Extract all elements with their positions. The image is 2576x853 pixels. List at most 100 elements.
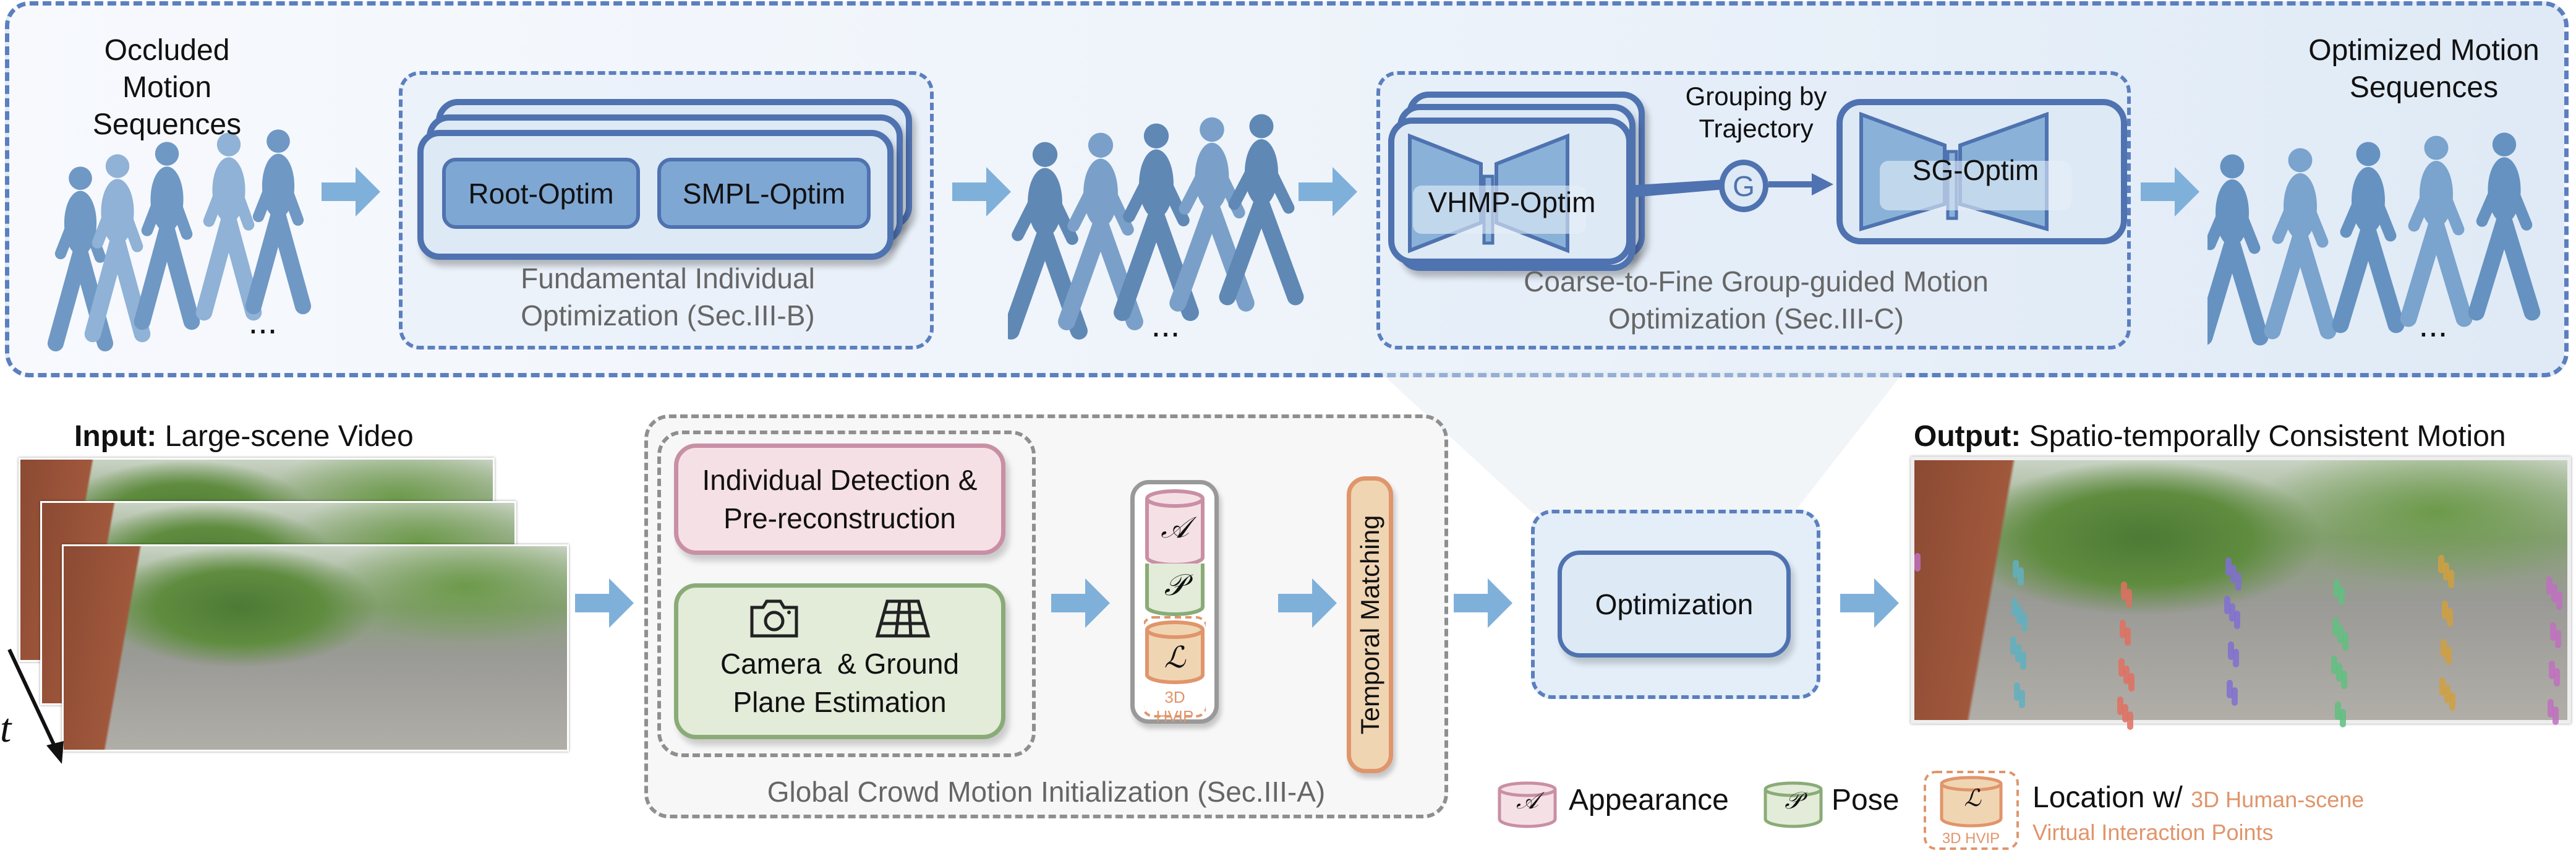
person-marker (2336, 663, 2342, 682)
caption-line: Optimization (Sec.III-C) (1608, 302, 1904, 335)
person-marker (2118, 658, 2125, 677)
root-optim-block: Root-Optim (442, 158, 640, 229)
legend-pose-cylinder (1764, 781, 1823, 828)
person-marker (2339, 586, 2345, 605)
caption-line: Optimization (Sec.III-B) (521, 299, 815, 332)
person-marker (2334, 579, 2340, 598)
vhmp-optim-label: VHMP-Optim (1428, 186, 1596, 218)
time-arrow-icon (7, 648, 64, 764)
label-line: Grouping by (1685, 82, 1827, 111)
optimized-motion-figures (2207, 132, 2541, 346)
grouping-connector (1626, 173, 1833, 198)
legend-pose-label: Pose (1832, 784, 1900, 817)
person-marker (2121, 581, 2127, 600)
human-mesh-figure (2468, 132, 2541, 321)
caption-line: Fundamental Individual (521, 262, 815, 294)
person-marker (2125, 627, 2131, 646)
person-marker (2438, 555, 2444, 573)
person-marker (2551, 584, 2557, 602)
person-marker (2120, 620, 2126, 638)
legend-appearance-cylinder (1498, 781, 1557, 828)
vhmp-optim-block (1388, 118, 1632, 265)
arrow-right-icon (322, 167, 380, 216)
optimized-sequences-label: Optimized Motion Sequences (2306, 32, 2541, 106)
box-line: Pre-reconstruction (723, 502, 956, 534)
label-line: Occluded Motion (104, 34, 230, 104)
person-marker (2550, 622, 2556, 641)
human-mesh-figure (1169, 117, 1255, 312)
legend-location-cylinder (1924, 771, 2019, 850)
person-marker (2335, 701, 2341, 720)
person-marker (2224, 596, 2230, 614)
person-marker (2340, 709, 2346, 727)
temporal-matching-label: Temporal Matching (1355, 515, 1384, 735)
human-mesh-figure (2332, 142, 2405, 333)
person-marker (2554, 668, 2560, 687)
person-marker (2234, 611, 2240, 629)
person-marker (2233, 649, 2239, 667)
human-mesh-figure (1219, 114, 1304, 306)
pose-symbol: 𝒫 (1164, 568, 1186, 602)
output-prefix: Output: (1914, 420, 2021, 453)
arrow-right-icon (1299, 167, 1357, 216)
person-marker (2013, 560, 2019, 578)
label-line: Sequences (2349, 71, 2499, 104)
person-marker (2128, 673, 2135, 692)
person-marker (2546, 577, 2553, 595)
temporal-matching-box: Temporal Matching (1347, 476, 1393, 773)
appearance-symbol: 𝒜 (1161, 510, 1189, 545)
person-marker (2123, 666, 2130, 684)
box-line: Plane Estimation (733, 686, 947, 718)
feature-cylinders (1144, 489, 1206, 718)
person-marker (2449, 692, 2455, 711)
legend-hvip-label: 3D HVIP (1942, 830, 2000, 847)
person-marker (2337, 625, 2344, 643)
person-marker (2448, 570, 2454, 588)
person-marker (2229, 603, 2235, 622)
person-marker (2442, 601, 2448, 619)
preprocessing-group (657, 431, 1036, 757)
label-line: Optimized Motion (2308, 34, 2540, 67)
ellipsis: ... (1151, 305, 1180, 344)
person-marker (2122, 704, 2128, 722)
person-marker (2548, 699, 2554, 718)
arrow-right-icon (1051, 578, 1110, 628)
box-line: Camera & Ground (720, 648, 960, 680)
arrow-right-icon (952, 167, 1011, 216)
occluded-sequences-label: Occluded Motion Sequences (56, 32, 278, 144)
camera-icon (750, 599, 798, 638)
person-marker (2553, 706, 2559, 725)
box-line: Individual Detection & (702, 464, 978, 496)
grouping-label: Grouping by Trajectory (1657, 80, 1855, 145)
appearance-cylinder (1145, 489, 1205, 567)
occluded-motion-figures (47, 129, 312, 352)
person-marker (2447, 608, 2453, 627)
person-marker (2015, 644, 2021, 662)
person-marker (2126, 589, 2132, 607)
label-line: Sequences (92, 108, 242, 141)
arrow-right-icon (575, 578, 634, 628)
person-marker (2225, 557, 2232, 576)
person-marker (2441, 639, 2447, 658)
camera-ground-box: Camera & Ground Plane Estimation (674, 583, 1005, 739)
person-marker (2127, 711, 2133, 730)
person-marker (2341, 671, 2347, 689)
person-marker (2230, 565, 2237, 583)
location-text: Location w/ (2032, 781, 2191, 814)
person-marker (2014, 682, 2020, 701)
human-mesh-figure (2400, 135, 2473, 327)
group-optimization-caption: Coarse-to-Fine Group-guided Motion Optim… (1515, 263, 1997, 337)
person-marker (2555, 630, 2561, 648)
location-cylinder (1145, 620, 1205, 684)
person-marker (2331, 656, 2337, 674)
human-mesh-figure (195, 132, 262, 321)
human-mesh-figure (2207, 154, 2269, 346)
person-marker (2235, 572, 2241, 591)
output-title: Output: Spatio-temporally Consistent Mot… (1914, 419, 2506, 453)
legend-appearance-label: Appearance (1569, 784, 1729, 817)
person-marker (2010, 637, 2016, 655)
person-marker (2232, 687, 2238, 706)
hvip-label: 3D HVIP (1156, 688, 1194, 726)
arrow-right-icon (1454, 578, 1512, 628)
smpl-optim-block: SMPL-Optim (657, 158, 871, 229)
